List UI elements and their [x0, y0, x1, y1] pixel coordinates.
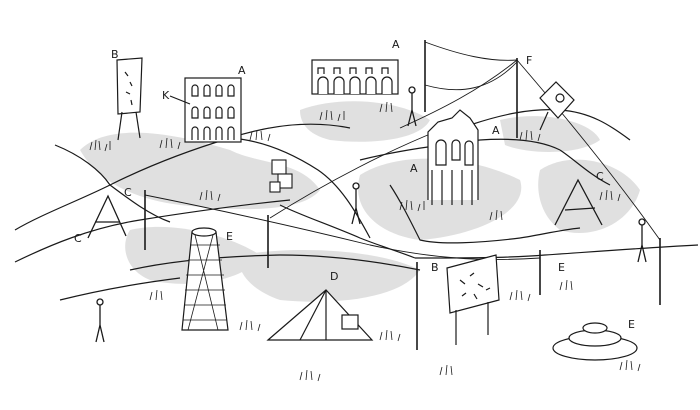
label-a-arcade-top: A	[392, 38, 400, 51]
label-c-right: C	[596, 170, 604, 183]
label-k: K	[162, 89, 170, 102]
tent	[266, 289, 374, 341]
label-e-disc: E	[628, 318, 635, 331]
cooling-tower	[181, 227, 229, 331]
grass-tufts	[89, 101, 641, 382]
label-a-building-left: A	[238, 64, 246, 77]
ruin-facade-center	[427, 109, 479, 205]
billboard-right	[446, 254, 500, 345]
poles	[144, 40, 661, 350]
label-c-left-lower: C	[74, 232, 82, 245]
person-left	[95, 298, 105, 343]
label-d-tent: D	[330, 270, 338, 283]
tilted-plank-f	[539, 81, 575, 131]
label-e-right-pole: E	[558, 261, 565, 274]
label-e-tower: E	[226, 230, 233, 243]
person-top	[407, 86, 417, 127]
ruin-building-left	[169, 77, 242, 143]
person-center	[351, 182, 361, 225]
a-frame-left	[87, 194, 127, 239]
letter-labels: A A A A B B C C C D E E E F K	[74, 38, 635, 331]
crate-stack	[269, 159, 293, 193]
label-a-center-right: A	[492, 124, 500, 137]
arcade-building-top	[311, 59, 399, 95]
a-frame-right	[554, 178, 603, 226]
stepped-disc	[552, 322, 638, 361]
label-b-sign-top: B	[111, 48, 119, 61]
grey-wash	[80, 101, 640, 302]
label-f-pole: F	[526, 54, 532, 67]
person-right	[637, 218, 647, 263]
billboard-top-left	[116, 57, 143, 141]
label-a-facade-center: A	[410, 162, 418, 175]
people	[95, 86, 647, 343]
label-c-left-upper: C	[124, 186, 132, 199]
label-b-sign-right: B	[431, 261, 439, 274]
